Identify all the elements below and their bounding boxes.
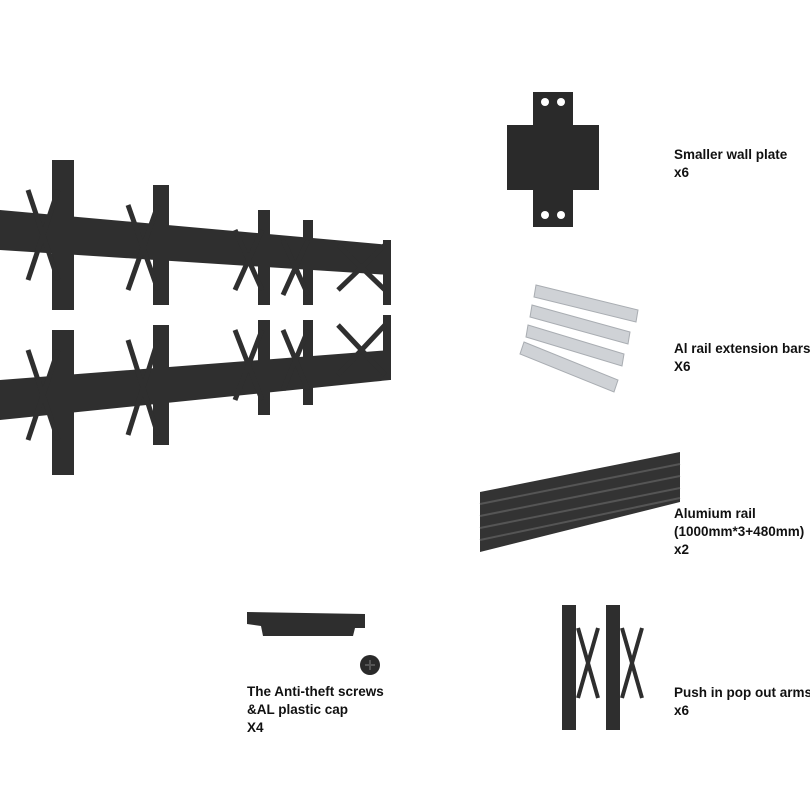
extension-bars-image xyxy=(519,284,639,393)
aluminium-rail-label: Alumium rail (1000mm*3+480mm) x2 xyxy=(674,505,804,559)
aluminium-rail-image xyxy=(479,452,681,552)
pop-out-arms-label: Push in pop out arms x6 xyxy=(674,684,810,720)
part-qty: X4 xyxy=(247,720,264,735)
extension-bars-label: Al rail extension bars X6 xyxy=(674,340,810,376)
part-name: Alumium rail xyxy=(674,506,756,521)
wall-plate-image xyxy=(507,92,599,227)
plastic-cap-and-screw-image xyxy=(247,612,380,675)
part-name: Push in pop out arms xyxy=(674,685,810,700)
part-qty: X6 xyxy=(674,359,691,374)
anti-theft-label: The Anti-theft screws &AL plastic cap X4 xyxy=(247,683,384,737)
part-name-line2: &AL plastic cap xyxy=(247,702,349,717)
part-spec: (1000mm*3+480mm) xyxy=(674,524,805,539)
part-qty: x6 xyxy=(674,165,690,180)
part-name: Al rail extension bars xyxy=(674,341,810,356)
assembled-video-wall-mount xyxy=(0,160,391,475)
wall-plate-label: Smaller wall plate x6 xyxy=(674,146,787,182)
part-name: The Anti-theft screws xyxy=(247,684,384,699)
pop-out-arms-image xyxy=(562,605,644,730)
part-name: Smaller wall plate xyxy=(674,147,788,162)
part-qty: x6 xyxy=(674,703,690,718)
part-qty: x2 xyxy=(674,542,690,557)
